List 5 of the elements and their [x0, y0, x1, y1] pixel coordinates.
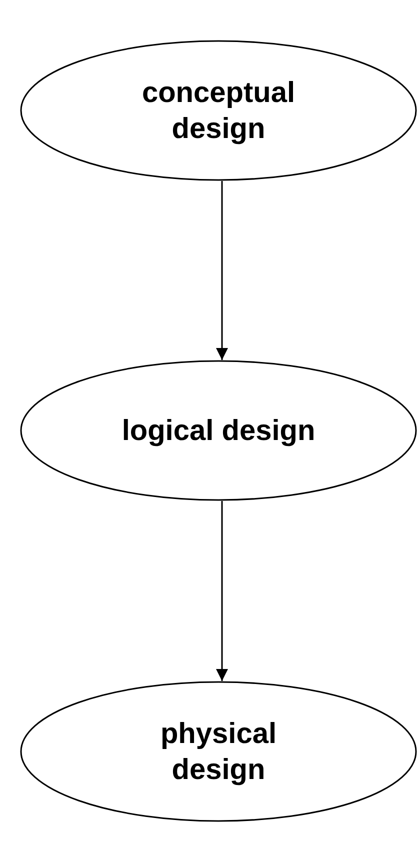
node-label: conceptual design	[140, 76, 296, 146]
node-label: physical design	[159, 716, 278, 788]
node-label: logical design	[120, 414, 316, 448]
arrow	[216, 181, 228, 360]
arrow	[216, 501, 228, 681]
